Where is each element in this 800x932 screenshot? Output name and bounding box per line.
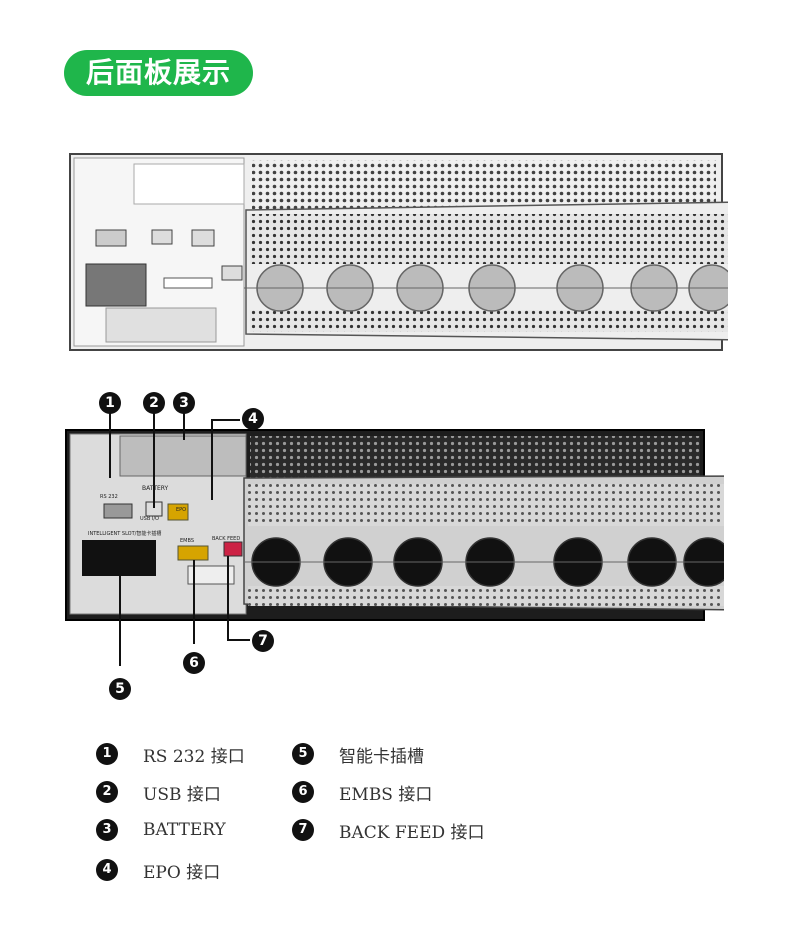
panel-label-rs232: RS 232 [100,494,118,500]
legend-item-embs: 6 EMBS 接口 [292,780,433,805]
callout-7: 7 [252,630,274,652]
legend-number: 1 [96,743,118,765]
legend-number: 5 [292,743,314,765]
callout-6: 6 [183,652,205,674]
legend-item-smart-card: 5 智能卡插槽 [292,742,424,767]
legend-item-usb: 2 USB 接口 [96,780,221,805]
legend-item-back-feed: 7 BACK FEED 接口 [292,818,485,843]
panel-label-epo: EPO [176,507,187,513]
legend-number: 4 [96,859,118,881]
legend-number: 3 [96,819,118,841]
panel-label-embs: EMBS [180,538,194,544]
legend-label: BACK FEED 接口 [339,822,485,843]
legend-item-epo: 4 EPO 接口 [96,858,221,883]
legend-item-battery: 3 BATTERY [96,818,226,842]
page-title: 后面板展示 [64,50,254,96]
panel-label-back-feed: BACK FEED [212,536,241,542]
panel-label-usb: USB I/O [140,516,159,522]
callout-4: 4 [242,408,264,430]
callout-5: 5 [109,678,131,700]
callout-2: 2 [143,392,165,414]
legend-label: EMBS 接口 [339,784,433,805]
legend-label: EPO 接口 [143,862,221,883]
legend-item-rs232: 1 RS 232 接口 [96,742,245,767]
rear-panel-photo-light [69,153,728,351]
panel-label-intelligent-slot: INTELLIGENT SLOT/智能卡插槽 [88,531,162,537]
panel-label-battery: BATTERY [142,485,169,492]
legend-label: BATTERY [143,820,226,840]
rear-panel-photo-dark [65,429,724,621]
legend-label: RS 232 接口 [143,746,245,767]
port-legend: 1 RS 232 接口 2 USB 接口 3 BATTERY 4 EPO 接口 … [96,742,616,892]
legend-number: 2 [96,781,118,803]
callout-1: 1 [99,392,121,414]
legend-label: USB 接口 [143,784,221,805]
callout-3: 3 [173,392,195,414]
legend-number: 6 [292,781,314,803]
legend-label: 智能卡插槽 [339,746,424,767]
legend-number: 7 [292,819,314,841]
